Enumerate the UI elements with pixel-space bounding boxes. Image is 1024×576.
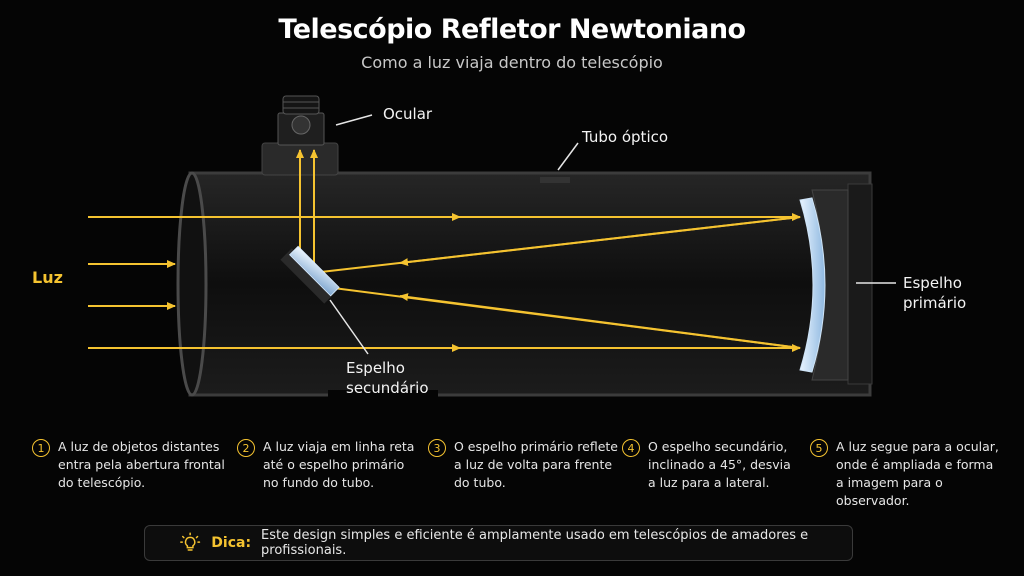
secondary-mirror-label: Espelho secundário bbox=[346, 359, 429, 397]
step-item: 1 A luz de objetos distantes entra pela … bbox=[32, 438, 225, 492]
step-text: A luz de objetos distantes entra pela ab… bbox=[58, 439, 225, 490]
step-number: 3 bbox=[428, 439, 446, 457]
tip-text: Este design simples e eficiente é amplam… bbox=[261, 528, 809, 558]
label-pointers bbox=[329, 114, 896, 355]
lightbulb-icon bbox=[180, 532, 201, 551]
step-text: A luz segue para a ocular, onde é amplia… bbox=[836, 439, 999, 508]
step-item: 5 A luz segue para a ocular, onde é ampl… bbox=[810, 438, 1012, 510]
step-item: 4 O espelho secundário, inclinado a 45°,… bbox=[622, 438, 791, 492]
optical-tube-label: Tubo óptico bbox=[582, 128, 669, 146]
step-item: 2 A luz viaja em linha reta até o espelh… bbox=[237, 438, 414, 492]
light-label: Luz bbox=[32, 268, 63, 287]
primary-mirror-label: Espelho primário bbox=[903, 274, 967, 312]
secondary-mirror bbox=[280, 245, 340, 304]
light-rays bbox=[88, 149, 801, 352]
step-text: O espelho secundário, inclinado a 45°, d… bbox=[648, 439, 791, 490]
step-number: 2 bbox=[237, 439, 255, 457]
page-title: Telescópio Refletor Newtoniano bbox=[278, 14, 746, 45]
optical-tube bbox=[176, 171, 872, 398]
step-item: 3 O espelho primário reflete a luz de vo… bbox=[428, 438, 618, 492]
step-text: O espelho primário reflete a luz de volt… bbox=[454, 439, 618, 490]
page-subtitle: Como a luz viaja dentro do telescópio bbox=[361, 53, 663, 72]
step-number: 4 bbox=[622, 439, 640, 457]
step-number: 5 bbox=[810, 439, 828, 457]
step-text: A luz viaja em linha reta até o espelho … bbox=[263, 439, 415, 490]
eyepiece-label: Ocular bbox=[383, 105, 433, 123]
primary-mirror bbox=[799, 183, 873, 385]
tip-label: Dica: bbox=[211, 535, 252, 551]
steps-list: 1 A luz de objetos distantes entra pela … bbox=[32, 438, 1012, 508]
step-number: 1 bbox=[32, 439, 50, 457]
tip-box: Dica: Este design simples e eficiente é … bbox=[144, 525, 853, 561]
